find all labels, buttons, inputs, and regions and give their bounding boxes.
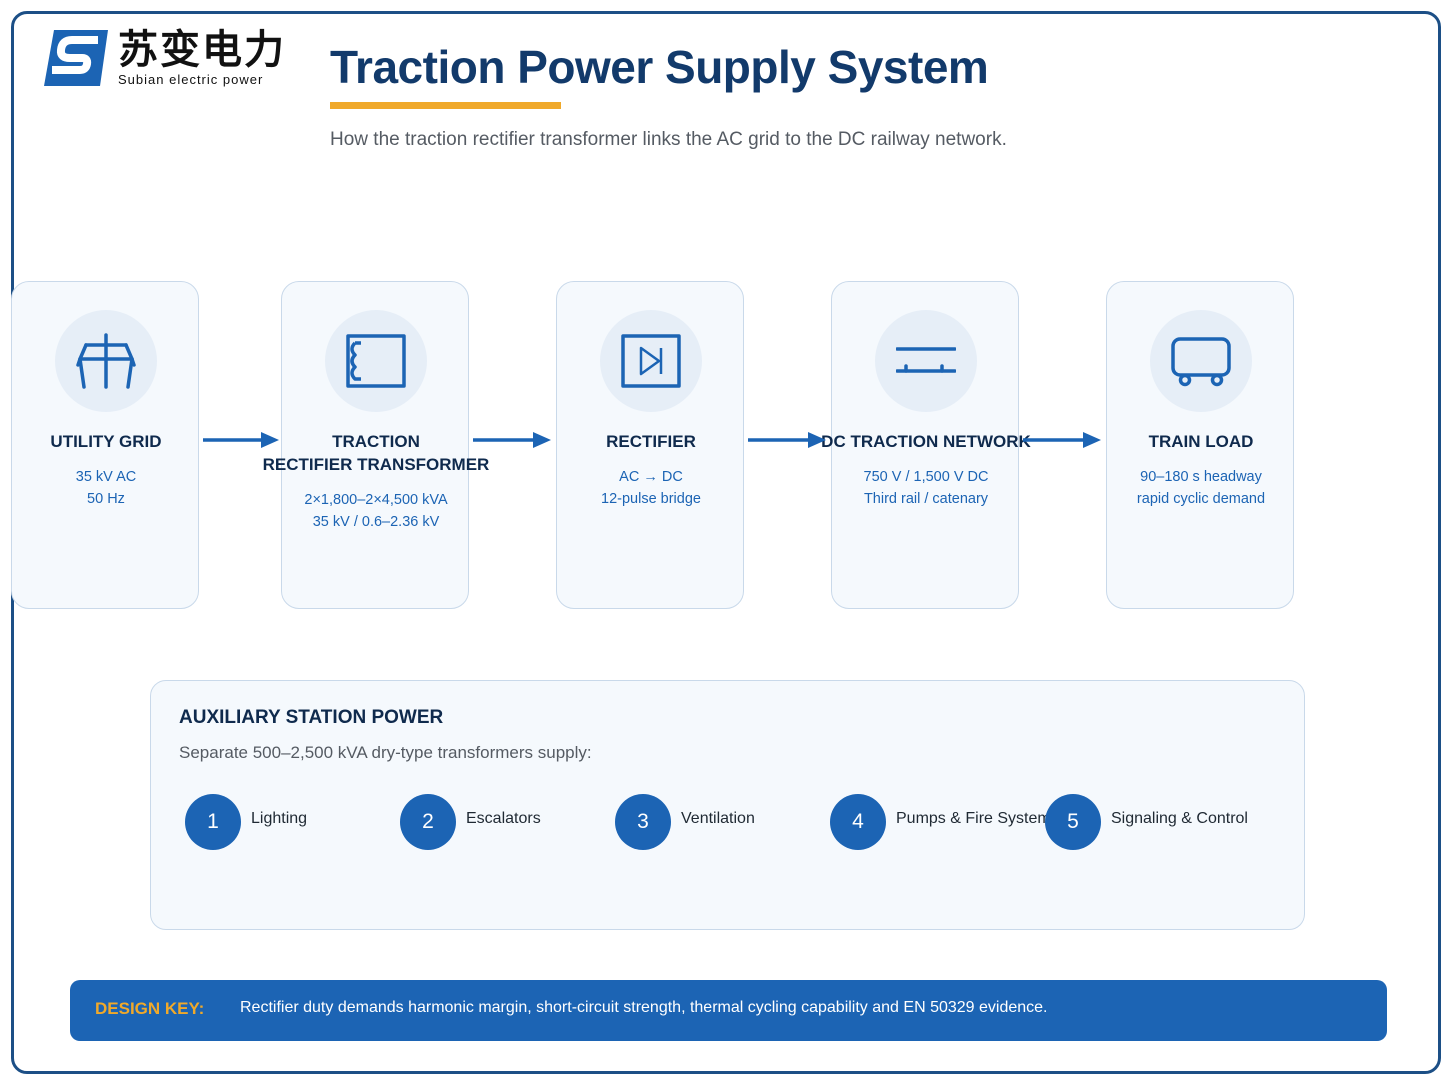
item-number-badge: 1 [185, 794, 241, 850]
stage-utility-grid: UTILITY GRID 35 kV AC 50 Hz [11, 281, 199, 609]
icon-circle [55, 310, 157, 412]
item-number-badge: 2 [400, 794, 456, 850]
stage-details: 35 kV AC 50 Hz [12, 466, 200, 510]
stage-title: DC TRACTION NETWORK [792, 430, 1060, 453]
item-number-badge: 3 [615, 794, 671, 850]
logo-chinese-name: 苏变电力 [118, 27, 286, 73]
item-label: Ventilation [681, 810, 755, 827]
item-number-badge: 5 [1045, 794, 1101, 850]
icon-circle [600, 310, 702, 412]
stage-detail: rapid cyclic demand [1136, 491, 1266, 507]
stage-detail: Third rail / catenary [863, 491, 989, 507]
design-key-label: DESIGN KEY: [95, 999, 205, 1018]
item-number-badge: 4 [830, 794, 886, 850]
logo-english-name: Subian electric power [118, 72, 264, 87]
page-subtitle: How the traction rectifier transformer l… [330, 129, 1007, 150]
stage-detail: 35 kV AC [75, 469, 137, 485]
utility-pylon-icon [76, 333, 136, 389]
stage-title: TRACTION RECTIFIER TRANSFORMER [242, 430, 510, 476]
stage-detail: 90–180 s headway [1140, 469, 1262, 485]
stage-detail: 2×1,800–2×4,500 kVA [304, 492, 448, 508]
rail-network-icon [896, 347, 956, 373]
icon-circle [325, 310, 427, 412]
stage-detail: 750 V / 1,500 V DC [863, 469, 989, 485]
rectifier-diode-icon [621, 334, 681, 388]
company-logo: 苏变电力 Subian electric power [44, 28, 294, 92]
item-label: Pumps & Fire Systems [896, 810, 1059, 827]
stage-traction-rectifier-transformer: TRACTION RECTIFIER TRANSFORMER 2×1,800–2… [263, 281, 489, 609]
design-key-banner: DESIGN KEY: Rectifier duty demands harmo… [70, 980, 1387, 1041]
page-title: Traction Power Supply System [330, 41, 989, 93]
stage-details: 2×1,800–2×4,500 kVA 35 kV / 0.6–2.36 kV [282, 489, 470, 533]
stage-title-line: RECTIFIER [606, 432, 696, 451]
logo-s-icon [44, 30, 108, 86]
stage-detail: 50 Hz [87, 491, 125, 507]
auxiliary-power-panel: AUXILIARY STATION POWER Separate 500–2,5… [150, 680, 1305, 930]
stage-details: AC → DC 12-pulse bridge [557, 466, 745, 510]
stage-detail: AC → DC [619, 469, 683, 485]
stage-title-line: TRACTION [332, 432, 420, 451]
stage-title: UTILITY GRID [0, 430, 240, 453]
stage-title-line: DC TRACTION NETWORK [821, 432, 1031, 451]
stage-detail: 12-pulse bridge [601, 491, 701, 507]
flow-arrow-4 [1023, 432, 1101, 448]
auxiliary-subtitle: Separate 500–2,500 kVA dry-type transfor… [179, 743, 592, 762]
stage-title-line: TRAIN LOAD [1148, 432, 1254, 451]
flow-arrow-2 [473, 432, 551, 448]
stage-details: 90–180 s headway rapid cyclic demand [1107, 466, 1295, 510]
stage-details: 750 V / 1,500 V DC Third rail / catenary [832, 466, 1020, 510]
stage-train-load: TRAIN LOAD 90–180 s headway rapid cyclic… [1106, 281, 1294, 609]
stage-dc-traction-network: DC TRACTION NETWORK 750 V / 1,500 V DC T… [821, 281, 1031, 609]
stage-title: RECTIFIER [517, 430, 785, 453]
flow-arrow-1 [203, 432, 279, 448]
title-underline [330, 102, 561, 109]
train-car-icon [1171, 337, 1231, 387]
flow-arrow-3 [748, 432, 826, 448]
stage-rectifier: RECTIFIER AC → DC 12-pulse bridge [556, 281, 744, 609]
stage-title-line: RECTIFIER TRANSFORMER [262, 455, 490, 474]
stage-title: TRAIN LOAD [1067, 430, 1335, 453]
icon-circle [875, 310, 977, 412]
item-label: Escalators [466, 810, 541, 827]
item-label: Lighting [251, 810, 308, 827]
stage-title-line: UTILITY GRID [50, 432, 162, 451]
transformer-coil-icon [346, 334, 406, 388]
item-label: Signaling & Control [1111, 810, 1248, 827]
design-key-text: Rectifier duty demands harmonic margin, … [240, 999, 1048, 1016]
stage-detail: 35 kV / 0.6–2.36 kV [312, 514, 440, 530]
auxiliary-title: AUXILIARY STATION POWER [179, 707, 444, 728]
icon-circle [1150, 310, 1252, 412]
